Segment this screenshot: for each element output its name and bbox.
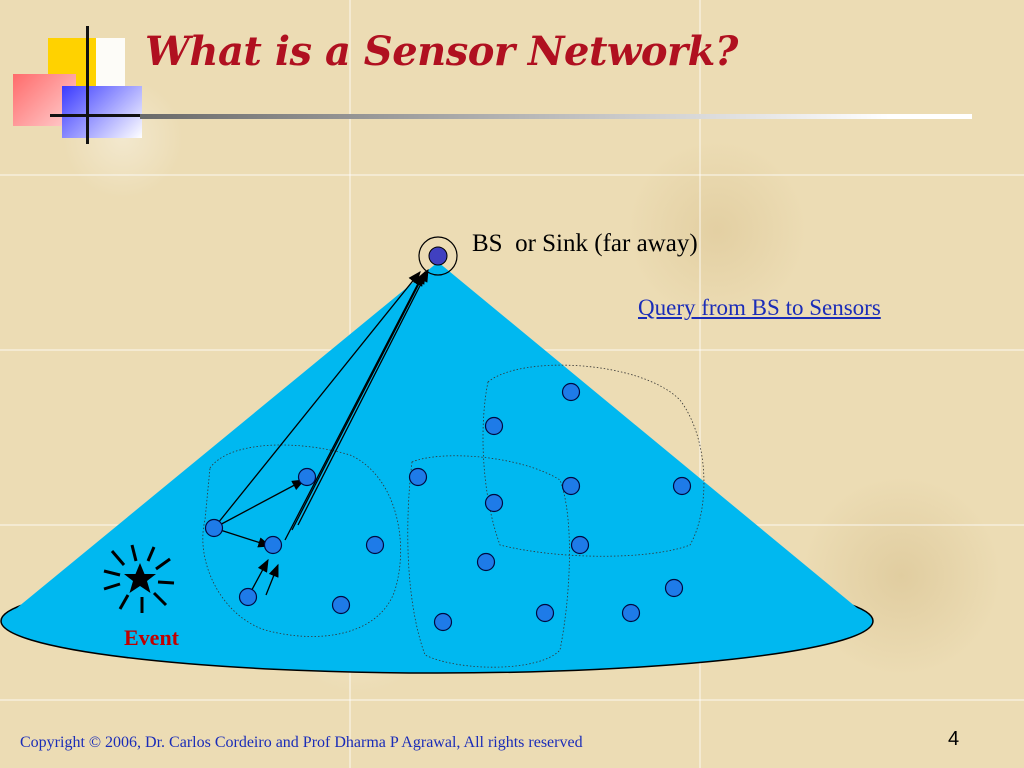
sensor-node-icon — [263, 535, 283, 555]
sensor-node-icon — [535, 603, 555, 623]
sensor-nodes — [204, 382, 692, 632]
sensor-node-icon — [484, 416, 504, 436]
sensor-node-icon — [408, 467, 428, 487]
query-link[interactable]: Query from BS to Sensors — [638, 295, 881, 320]
sensor-node-icon — [672, 476, 692, 496]
sensor-node-icon — [297, 467, 317, 487]
sensor-node-icon — [476, 552, 496, 572]
sensor-node-icon — [331, 595, 351, 615]
copyright-text: Copyright © 2006, Dr. Carlos Cordeiro an… — [20, 734, 583, 751]
sensor-node-icon — [664, 578, 684, 598]
sensor-node-icon — [621, 603, 641, 623]
sensor-node-icon — [238, 587, 258, 607]
star-burst-icon — [103, 544, 175, 613]
sensor-node-icon — [484, 493, 504, 513]
routing-arrows — [213, 268, 429, 598]
sensor-node-icon — [365, 535, 385, 555]
sensor-node-icon — [433, 612, 453, 632]
cluster-outlines — [202, 364, 705, 668]
sensor-node-icon — [204, 518, 224, 538]
page-number: 4 — [948, 728, 960, 750]
coverage-cone — [12, 262, 862, 612]
sensor-node-icon — [561, 476, 581, 496]
sensor-node-icon — [561, 382, 581, 402]
base-station-icon — [418, 236, 458, 276]
event-label: Event — [124, 625, 179, 650]
decorative-logo — [10, 26, 150, 146]
page-title: What is a Sensor Network? — [145, 28, 738, 75]
base-station-label: BS or Sink (far away) — [472, 230, 698, 257]
title-rule — [140, 114, 972, 119]
sensor-node-icon — [570, 535, 590, 555]
